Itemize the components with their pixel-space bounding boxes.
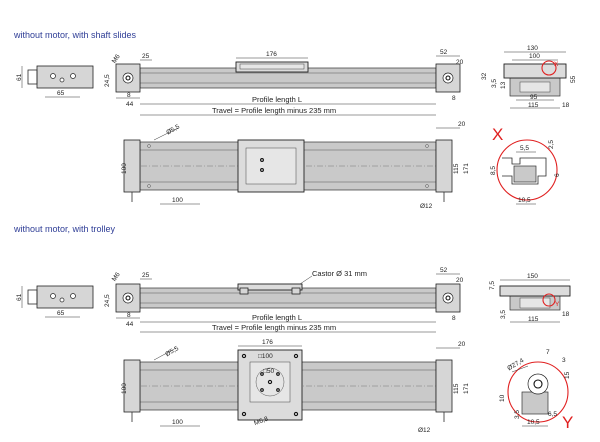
dim-d12: Ø12	[420, 203, 433, 210]
plan-view-2: 176 □100 □50 M6,8 Ø5,5 100 100 115 171 2…	[121, 339, 470, 434]
dim-y-3: 3	[562, 357, 566, 364]
dim-m6: M6	[111, 53, 122, 65]
dim-20: 20	[456, 59, 464, 66]
dim-y-7: 7	[546, 349, 550, 356]
dim-7-5: 7,5	[489, 281, 496, 290]
dim-32: 32	[481, 72, 488, 80]
detail-x: X 5,5 2,5 8,5 6 10,5	[490, 125, 561, 205]
dim-61-b: 61	[16, 293, 23, 301]
dim-y-6-5: 6,5	[548, 411, 557, 418]
dim-52-b: 52	[440, 267, 448, 274]
detail-x-label: X	[492, 125, 503, 144]
dim-18: 18	[562, 102, 570, 109]
end-view-left-1: 61 65	[16, 65, 94, 98]
dim-3-5: 3,5	[491, 79, 498, 88]
detail-x-marker	[541, 60, 557, 76]
end-view-left-2: 61 65	[16, 285, 94, 318]
dim-x-2-5: 2,5	[548, 140, 555, 149]
dim-100: 100	[529, 53, 540, 60]
dim-y-3-5: 3,5	[514, 410, 521, 419]
dim-x-8-5: 8,5	[490, 166, 497, 175]
label-castor: Castor Ø 31 mm	[312, 269, 367, 278]
dim-3-5-b: 3,5	[500, 310, 507, 319]
dim-24-5: 24,5	[104, 74, 111, 87]
dim-44-b: 44	[126, 321, 134, 328]
dim-8-b: 8	[127, 312, 131, 319]
dim-115: 115	[528, 102, 539, 109]
dim-d5-5-b: Ø5,5	[164, 345, 180, 358]
dim-115-plan-b: 115	[453, 383, 460, 394]
label-travel: Travel = Profile length minus 235 mm	[212, 106, 336, 115]
dim-8: 8	[127, 92, 131, 99]
dim-y-27-4: Ø27,4	[506, 357, 525, 372]
dim-176-b: 176	[262, 339, 273, 346]
dim-20-plan: 20	[458, 121, 466, 128]
dim-61: 61	[16, 73, 23, 81]
dim-65: 65	[57, 90, 65, 97]
side-elevation-2: Castor Ø 31 mm 25 M6 24,5 8 44 52 20 8 P…	[104, 267, 464, 333]
dim-150: 150	[527, 273, 538, 280]
detail-y-label: Y	[562, 413, 573, 432]
dim-100-bottom-b: 100	[172, 419, 183, 426]
dim-20-plan-b: 20	[458, 341, 466, 348]
end-block-right	[435, 63, 461, 93]
dim-m6-8: M6,8	[253, 415, 269, 427]
dim-m6-b: M6	[111, 271, 122, 283]
dim-100-bottom: 100	[172, 197, 183, 204]
dim-100-plan-b: 100	[121, 383, 128, 394]
dim-y-15: 15	[564, 371, 571, 379]
dim-171-b: 171	[463, 383, 470, 394]
dim-sq50: □50	[263, 368, 275, 375]
dim-55: 55	[570, 75, 577, 83]
dim-y-10: 10	[499, 394, 506, 402]
cross-section-2: Y 150 7,5 3,5 115 18	[489, 273, 571, 323]
end-plate	[36, 65, 94, 89]
detail-y-marker	[542, 293, 556, 307]
dim-44: 44	[126, 101, 134, 108]
dim-52: 52	[440, 49, 448, 56]
dim-8-right: 8	[452, 95, 456, 102]
plan-view-1: Ø5,5 100 100 115 171 20 Ø12	[121, 121, 470, 210]
dim-x-10-5: 10,5	[518, 197, 531, 204]
dim-20-b: 20	[456, 277, 464, 284]
side-elevation-1: 176 25 M6 24,5 8 44 52 20 8 Profile leng…	[104, 49, 464, 116]
section-title-shaft-slides: without motor, with shaft slides	[13, 30, 137, 40]
trolley-side	[237, 283, 303, 291]
dim-171: 171	[463, 163, 470, 174]
dim-d5-5: Ø5,5	[165, 123, 181, 136]
dim-y-10-5: 10,5	[527, 419, 540, 426]
dim-100-plan: 100	[121, 163, 128, 174]
label-profile-length: Profile length L	[252, 95, 302, 104]
detail-x-small-label: X	[554, 61, 559, 68]
dim-115-b: 115	[528, 316, 539, 323]
dim-95: 95	[530, 94, 538, 101]
section-title-trolley: without motor, with trolley	[13, 224, 116, 234]
label-travel-b: Travel = Profile length minus 235 mm	[212, 323, 336, 332]
dim-8-right-b: 8	[452, 315, 456, 322]
trolley-section	[499, 285, 571, 297]
detail-x-circle	[496, 139, 558, 201]
dim-18-b: 18	[562, 311, 570, 318]
dim-24-5-b: 24,5	[104, 294, 111, 307]
detail-y-small-label: Y	[555, 301, 560, 308]
detail-y-circle	[507, 361, 569, 423]
dim-sq100: □100	[258, 353, 273, 360]
dim-x-5-5: 5,5	[520, 145, 529, 152]
detail-y: Ø27,4 7 3 15 10 6,5 10,5 3,5 Y	[499, 349, 573, 432]
dim-25-b: 25	[142, 272, 150, 279]
dim-13: 13	[500, 81, 507, 89]
dim-115-plan: 115	[453, 163, 460, 174]
dim-x-6: 6	[554, 173, 561, 177]
dim-25: 25	[142, 53, 150, 60]
label-profile-length-b: Profile length L	[252, 313, 302, 322]
dim-130: 130	[527, 45, 538, 52]
dim-d12-b: Ø12	[418, 427, 431, 434]
dim-65-b: 65	[57, 310, 65, 317]
cross-section-1: X 130 100 32 3,5 13 55 95 115 18	[481, 45, 577, 109]
dim-176: 176	[266, 51, 277, 58]
